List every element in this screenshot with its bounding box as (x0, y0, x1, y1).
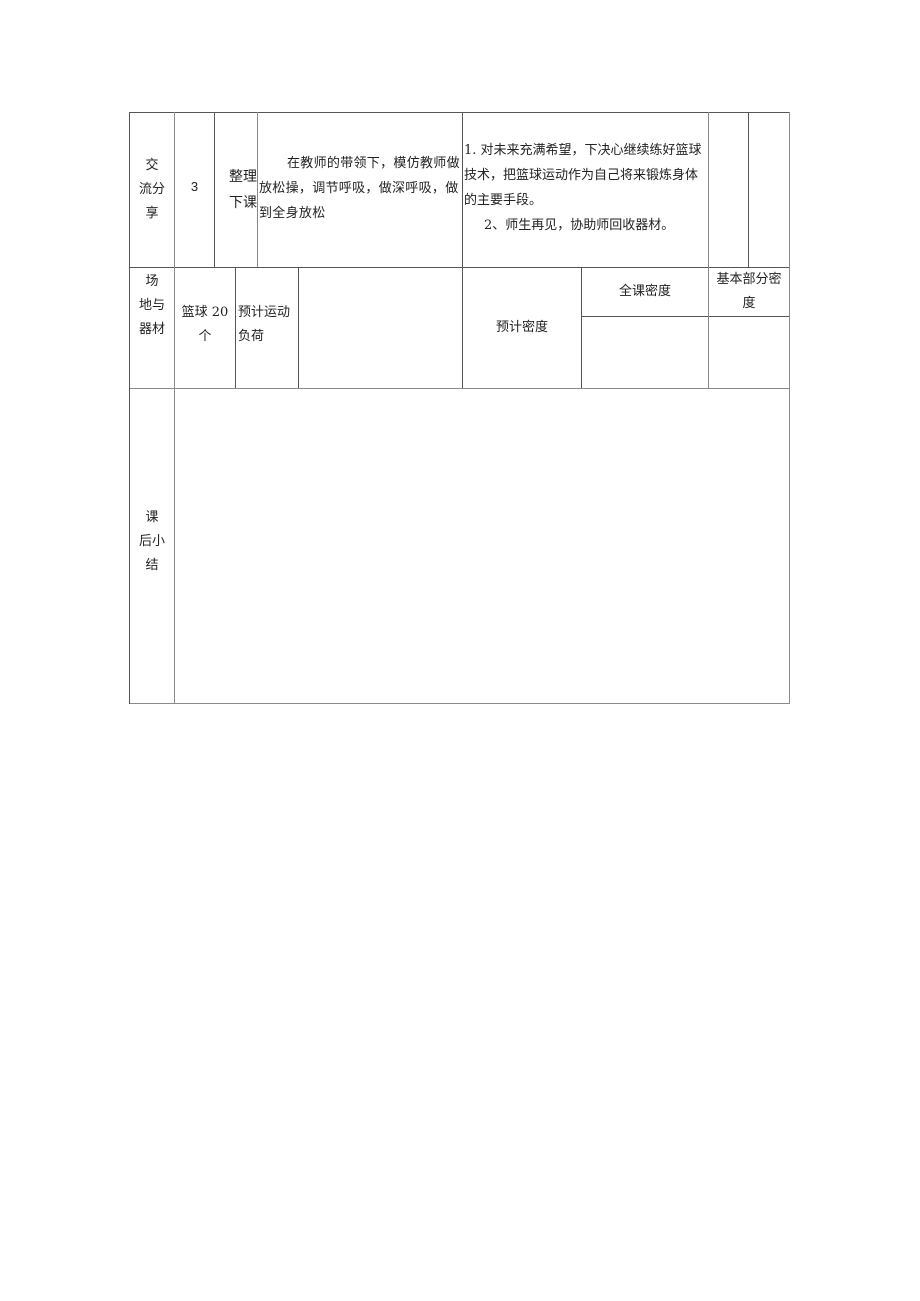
table-top-border (129, 112, 790, 113)
label-column-line (174, 112, 175, 704)
label-line: 场 (145, 274, 159, 289)
label-line: 后小 (138, 534, 165, 549)
basic-density-line: 基本部分密 (716, 272, 782, 287)
basic-part-density-value (709, 317, 789, 388)
r2-col-line (581, 267, 582, 388)
label-line: 器材 (138, 322, 165, 337)
blank-cell-1 (709, 113, 748, 267)
r1-col-line (748, 112, 749, 267)
table-right-border (789, 112, 790, 704)
equipment-value: 篮球 20 个 (175, 268, 235, 388)
r2-col-line (298, 267, 299, 388)
exercise-load-label: 预计运动 负荷 (236, 268, 298, 388)
student-item-1: 1. 对未来充满希望，下决心继续练好篮球技术，把篮球运动作为自己将来锻炼身体的主… (464, 143, 702, 208)
label-line: 地与 (138, 298, 165, 313)
table-left-border (129, 112, 130, 704)
whole-lesson-density-value (582, 317, 708, 388)
density-split-line (581, 316, 790, 317)
basic-density-line: 度 (742, 296, 756, 311)
section-label-summary: 课 后小 结 (130, 389, 174, 703)
equipment-line: 篮球 20 (181, 305, 229, 320)
activity-line: 下课 (229, 195, 257, 211)
teacher-activity-text: 在教师的带领下，模仿教师做放松操，调节呼吸，做深呼吸，做到全身放松 (258, 113, 462, 267)
student-item-2: 2、师生再见，协助师回收器材。 (484, 218, 675, 233)
post-lesson-summary-content (175, 389, 789, 703)
expected-density-label: 预计密度 (495, 320, 548, 335)
label-line: 课 (145, 510, 159, 525)
row-divider-1 (129, 267, 790, 268)
r1-col-line (462, 112, 463, 388)
blank-cell-2 (749, 113, 789, 267)
activity-line: 整理 (229, 169, 257, 185)
time-minutes: 3 (190, 179, 199, 194)
basic-part-density-label: 基本部分密 度 (709, 268, 789, 316)
student-activity-text: 1. 对未来充满希望，下决心继续练好篮球技术，把篮球运动作为自己将来锻炼身体的主… (463, 113, 708, 267)
table-bottom-border (129, 703, 790, 704)
teacher-text: 在教师的带领下，模仿教师做放松操，调节呼吸，做深呼吸，做到全身放松 (259, 155, 460, 221)
r1-col-line (708, 112, 709, 388)
section-label-venue: 场 地与 器材 (130, 268, 174, 388)
r2-col-line (235, 267, 236, 388)
section-label-exchange: 交 流分 享 (130, 113, 174, 267)
r1-col-line (257, 112, 258, 267)
row-divider-2 (129, 388, 790, 389)
load-label-line: 负荷 (238, 329, 265, 344)
activity-label: 整理 下课 (215, 113, 257, 267)
exercise-load-value (299, 268, 462, 388)
load-label-line: 预计运动 (238, 305, 291, 320)
label-line: 结 (145, 558, 159, 573)
label-line: 交 (145, 158, 159, 173)
label-line: 享 (145, 206, 159, 221)
label-line: 流分 (138, 182, 165, 197)
whole-lesson-density-label: 全课密度 (618, 284, 671, 299)
equipment-line: 个 (198, 329, 212, 344)
r1-col-line (214, 112, 215, 267)
